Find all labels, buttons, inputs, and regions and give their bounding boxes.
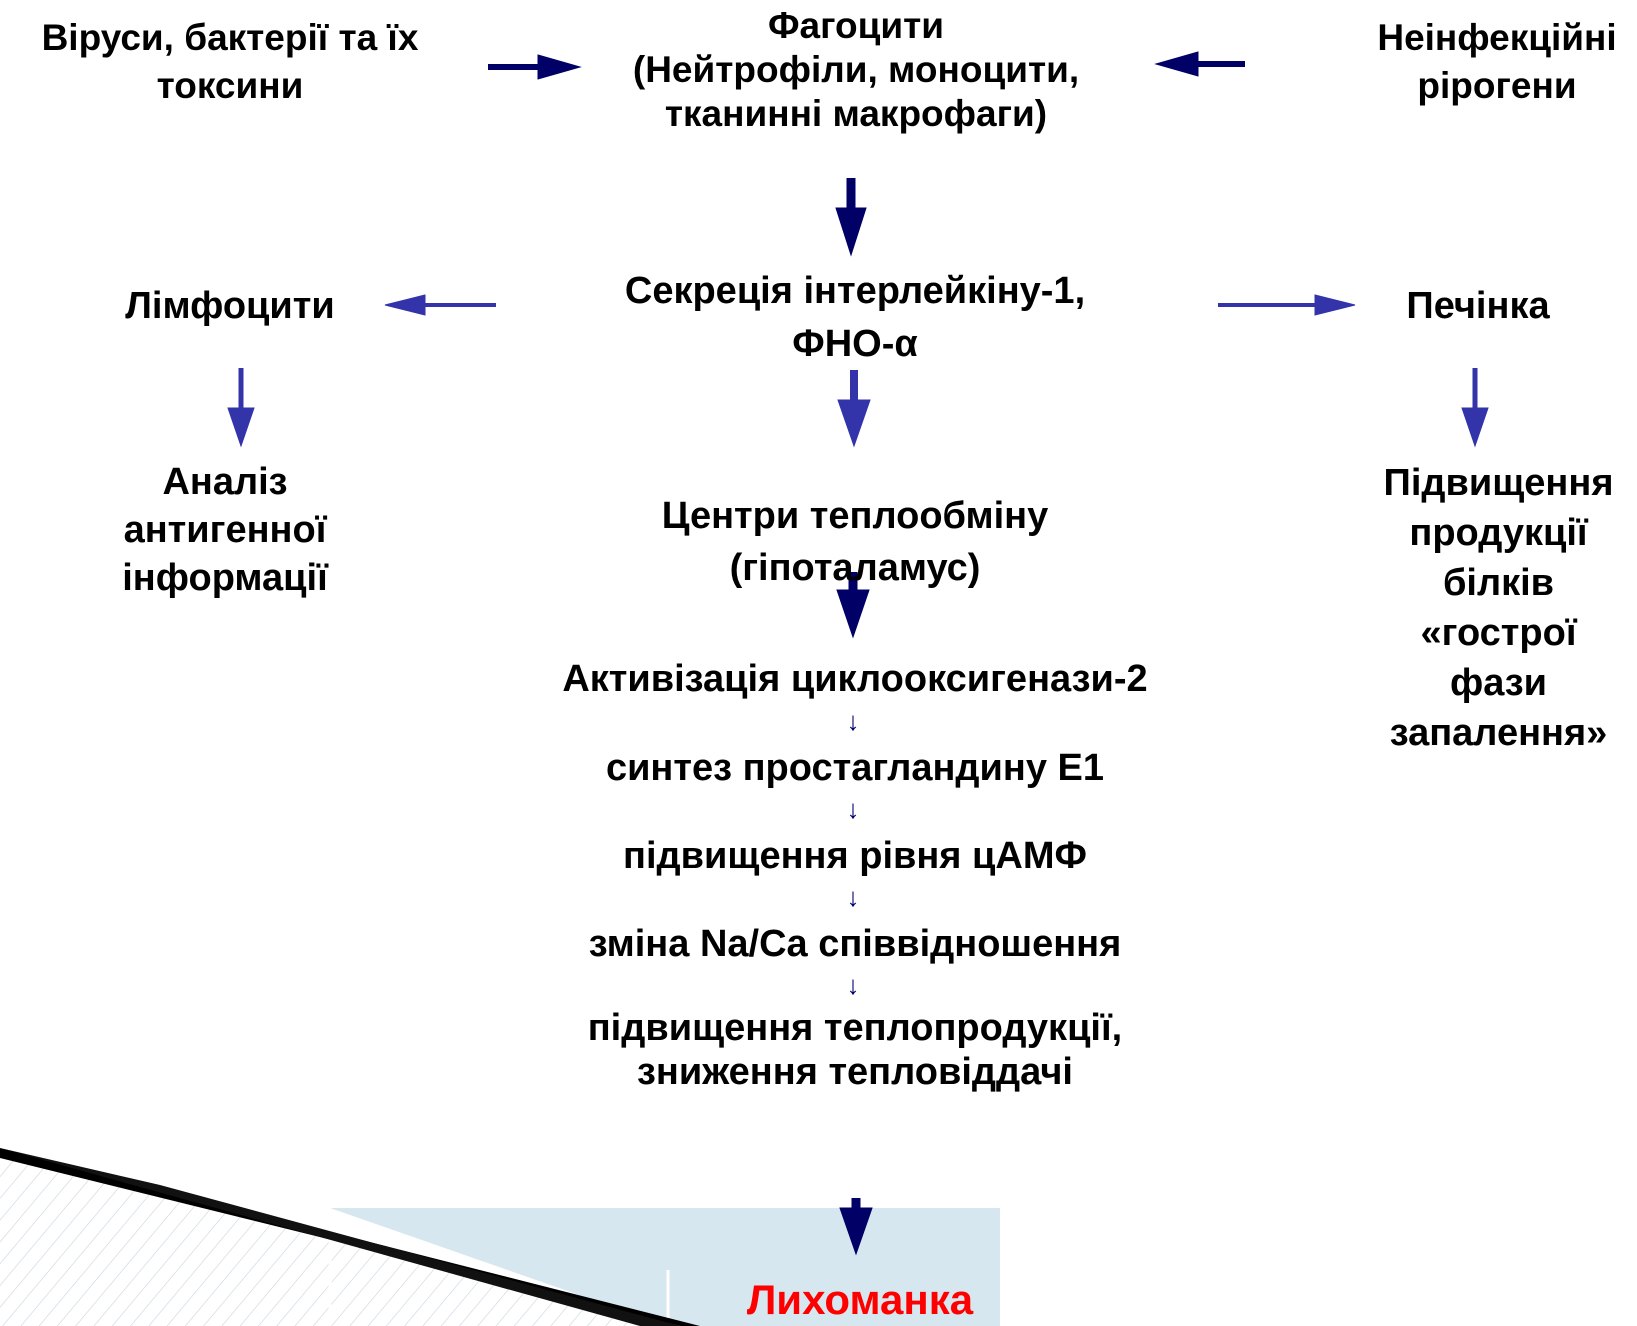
node-camp: підвищення рівня цАМФ (623, 835, 1087, 877)
arrow-centers-to-cox2 (836, 572, 870, 639)
node-heat: підвищення теплопродукції, зниження тепл… (587, 1007, 1123, 1093)
step-arrow-2: ↓ (846, 794, 860, 824)
node-lymphocytes: Лімфоцити (125, 285, 335, 327)
arrow-lymphocytes-to-analysis (227, 368, 255, 448)
node-noninfectious: Неінфекційні pірогени (1377, 17, 1617, 106)
node-centers: Центри теплообміну (гіпоталамус) (661, 495, 1049, 589)
step-arrow-1: ↓ (846, 706, 860, 736)
node-viruses: Віруси, бактерії та їх токсини (41, 17, 419, 106)
arrow-liver-to-proteins (1461, 368, 1489, 448)
arrow-secretion-to-centers (837, 370, 871, 448)
node-liver: Печінка (1406, 285, 1550, 327)
node-proteins: Підвищення продукції білків «гострої фаз… (1383, 462, 1614, 754)
arrow-noninfectious-to-phagocytes (1154, 51, 1245, 77)
arrow-to-fever (839, 1198, 873, 1256)
node-fever: Лихоманка (746, 1276, 974, 1323)
node-prostaglandin: синтез простагландину Е1 (605, 747, 1105, 789)
step-arrow-4: ↓ (846, 970, 860, 1000)
arrow-secretion-to-lymphocytes (384, 294, 496, 316)
node-naca: зміна Na/Ca співвідношення (588, 923, 1122, 965)
node-analysis: Аналіз антигенної інформації (122, 461, 328, 599)
node-secretion: Секреція інтерлейкіну-1, ФНО-α (624, 270, 1086, 365)
arrow-phagocytes-to-secretion (835, 178, 867, 257)
arrow-viruses-to-phagocytes (488, 54, 582, 80)
arrow-secretion-to-liver (1218, 294, 1356, 316)
node-cox2: Активізація циклооксигенази-2 (562, 658, 1148, 700)
step-arrow-3: ↓ (846, 882, 860, 912)
node-phagocytes: Фагоцити (Нейтрофіли, моноцити, тканинні… (632, 5, 1080, 134)
